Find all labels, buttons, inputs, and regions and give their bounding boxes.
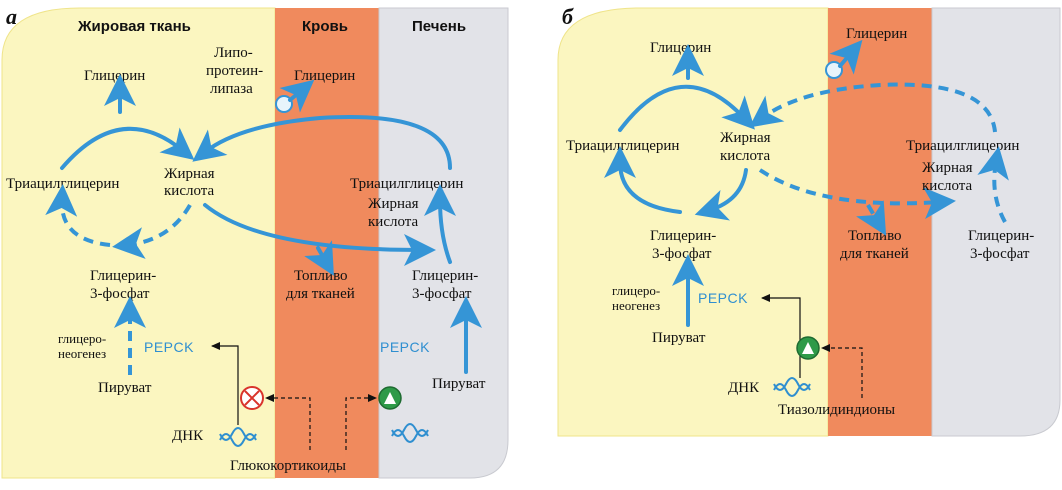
- panel-b: б Глицерин Триацилглицерин Жирная кислот…: [557, 4, 1061, 437]
- arrow-adipose-fa-to-liver: [203, 203, 436, 266]
- b-arrow-to-fuel: [856, 200, 887, 236]
- adipose-fa-label-2: кислота: [164, 183, 214, 199]
- liver-g3p-label-1: Глицерин-: [412, 268, 478, 284]
- b-liver-fa-label-1: Жирная: [922, 160, 973, 176]
- glyceroneogenesis-label-1: глицеро-: [58, 331, 106, 346]
- liver-fa-label-2: кислота: [368, 214, 418, 230]
- b-adipose-glycerol-label: Глицерин: [650, 40, 711, 56]
- b-adipose-fa-label-1: Жирная: [720, 130, 771, 146]
- fuel-label-2: для тканей: [286, 286, 355, 302]
- gene-to-pepck-arrow: [211, 342, 239, 425]
- arrow-liver-fa-to-adipose: [192, 115, 452, 170]
- adipose-dna-label: ДНК: [172, 428, 204, 444]
- activate-icon-liver: [378, 386, 402, 410]
- arrow-fa-to-g3p: [112, 203, 192, 259]
- b-fuel-label-2: для тканей: [840, 246, 909, 262]
- b-fuel-label-1: Топливо: [848, 228, 902, 244]
- blood-region-b: [828, 8, 932, 436]
- b-activate-icon: [796, 336, 820, 360]
- adipose-fa-label-1: Жирная: [164, 166, 215, 182]
- b-adipose-dna-label: ДНК: [728, 380, 760, 396]
- blood-glycerol-label: Глицерин: [294, 68, 355, 84]
- thiazolidinediones-label: Тиазолидиндионы: [778, 402, 895, 418]
- b-adipose-pyruvate-label: Пируват: [652, 330, 706, 346]
- liver-g3p-label-2: 3-фосфат: [412, 286, 472, 302]
- lpl-label-3: липаза: [210, 81, 253, 97]
- panel-a: а Жировая ткань Кровь Печень Глицерин Тр…: [1, 4, 509, 479]
- b-adipose-tag-label: Триацилглицерин: [566, 138, 679, 154]
- b-blood-glycerol-label: Глицерин: [846, 26, 907, 42]
- liver-pyruvate-label: Пируват: [432, 376, 486, 392]
- tzd-to-adipose: [821, 344, 863, 398]
- b-adipose-pepck-label: PEPCK: [698, 290, 748, 306]
- adipose-glycerol-label: Глицерин: [84, 68, 145, 84]
- glyceroneogenesis-label-2: неогенез: [58, 346, 106, 361]
- b-liver-tag-label: Триацилглицерин: [906, 138, 1019, 154]
- fuel-label-1: Топливо: [294, 268, 348, 284]
- b-arrow-adipose-fa-to-liver: [758, 168, 956, 220]
- adipose-header: Жировая ткань: [77, 18, 191, 35]
- liver-dna-icon: [391, 423, 429, 443]
- liver-header: Печень: [412, 18, 466, 35]
- liver-tag-label: Триацилглицерин: [350, 176, 463, 192]
- b-arrow-fa-to-g3p: [694, 168, 748, 221]
- glucocorticoid-to-liver: [345, 394, 377, 450]
- adipose-region-b: [557, 7, 829, 437]
- lpl-label-1: Липо-: [214, 45, 253, 61]
- arrow-g3p-to-tag: [45, 184, 111, 247]
- b-arrow-tag-to-fa: [618, 84, 755, 132]
- liver-fa-label-1: Жирная: [368, 196, 419, 212]
- b-adipose-fa-label-2: кислота: [720, 148, 770, 164]
- adipose-tag-label: Триацилглицерин: [6, 176, 119, 192]
- liver-pepck-label: PEPCK: [380, 339, 430, 355]
- adipose-g3p-label-2: 3-фосфат: [90, 286, 150, 302]
- arrow-to-fuel: [304, 240, 334, 276]
- b-liver-g3p-label-2: 3-фосфат: [970, 246, 1030, 262]
- b-arrow-g3p-to-tag: [604, 146, 682, 214]
- b-liver-g3p-label-1: Глицерин-: [968, 228, 1034, 244]
- panel-a-letter: а: [6, 4, 17, 29]
- blood-header: Кровь: [302, 18, 348, 35]
- b-arrow-liver-g3p-to-tag: [977, 146, 1009, 223]
- inhibit-icon: [240, 386, 264, 410]
- arrow-liver-g3p-to-tag: [424, 184, 457, 264]
- adipose-pepck-label: PEPCK: [144, 339, 194, 355]
- adipose-pyruvate-label: Пируват: [98, 380, 152, 396]
- arrow-tag-to-fa: [60, 126, 195, 170]
- panel-b-letter: б: [562, 4, 574, 29]
- b-arrow-liver-fa-to-adipose: [749, 82, 997, 133]
- liver-region-b: [931, 7, 1061, 437]
- b-dna-icon: [773, 377, 811, 397]
- adipose-g3p-label-1: Глицерин-: [90, 268, 156, 284]
- glucocorticoids-label: Глюкокортикоиды: [230, 458, 346, 474]
- lpl-label-2: протеин-: [206, 63, 263, 79]
- b-liver-fa-label-2: кислота: [922, 178, 972, 194]
- dna-icon: [219, 427, 257, 447]
- b-adipose-g3p-label-2: 3-фосфат: [652, 246, 712, 262]
- b-glyceroneogenesis-label-1: глицеро-: [612, 283, 660, 298]
- b-adipose-g3p-label-1: Глицерин-: [650, 228, 716, 244]
- b-glyceroneogenesis-label-2: неогенез: [612, 298, 660, 313]
- glucocorticoid-to-adipose: [265, 394, 311, 450]
- arrow-lpl-to-glycerol: [279, 79, 315, 113]
- b-arrow-lpl-to-glycerol: [829, 39, 863, 75]
